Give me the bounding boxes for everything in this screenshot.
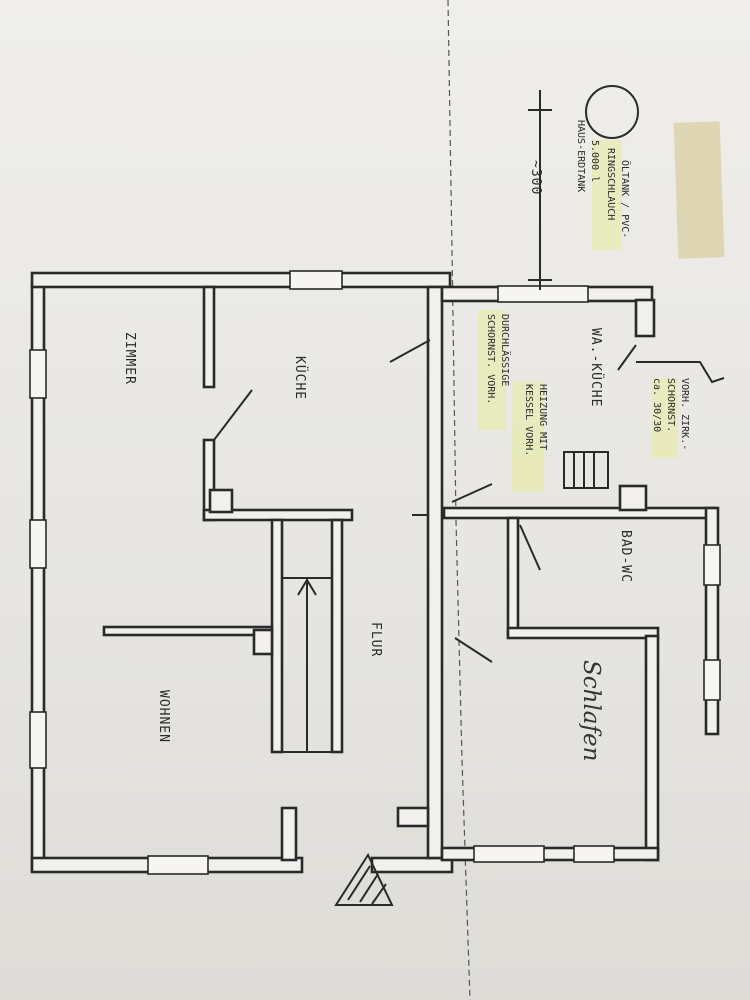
highlight-note-left (478, 310, 506, 430)
door-bad (519, 524, 541, 571)
tank-circle (585, 85, 639, 139)
window (703, 659, 721, 701)
chimney-top-right (634, 298, 656, 338)
note-heizung-2: KESSEL VORH. (523, 384, 534, 456)
door-waschkueche (451, 483, 493, 503)
door-waschkueche-outer (617, 344, 637, 371)
note-vorh-1: VORH. ZIRK.- (679, 378, 690, 450)
room-label-waschkueche: WA.-KÜCHE (588, 328, 605, 407)
chimney-kueche (208, 488, 234, 514)
window (29, 519, 47, 569)
wall-entry-left (280, 806, 298, 862)
note-pvc-2: SCHORNST. VORH. (485, 314, 496, 404)
note-tank-2: HAUS-ERDTANK (575, 120, 586, 192)
wall-bottom-outer-right (370, 856, 454, 874)
wall-bad-bottom (506, 626, 660, 640)
note-oel-2: RINGSCHLAUCH (605, 148, 616, 220)
note-vorh-2: SCHORNST. (665, 378, 676, 432)
wall-entry-right (396, 806, 430, 828)
window (147, 855, 209, 875)
room-label-zimmer: ZIMMER (122, 332, 137, 385)
annotation-leader (636, 361, 725, 384)
window (29, 349, 47, 399)
note-heizung-1: HEIZUNG MIT (537, 384, 548, 450)
note-vorh-3: ca. 30/30 (651, 378, 662, 432)
window (29, 711, 47, 769)
wall-bad-top (442, 506, 718, 520)
room-label-wohnen: WOHNEN (156, 690, 171, 743)
stair-arrow (297, 578, 317, 596)
door-kueche (213, 389, 253, 441)
fold-line (447, 0, 471, 1000)
heater-unit (563, 451, 609, 489)
wall-bad-left (506, 516, 520, 638)
highlight-note-middle (512, 382, 544, 492)
chimney-right (618, 484, 648, 512)
room-label-schlafen: Schlafen (578, 660, 604, 761)
wall-pillar (252, 628, 274, 656)
wall-schlafen-right (644, 634, 660, 862)
wall-flur-stairs (330, 518, 344, 754)
wall-top-outer (30, 271, 452, 289)
window (703, 544, 721, 586)
door-kueche-flur (389, 339, 431, 363)
wall-middle-vertical (426, 285, 444, 860)
window (497, 285, 589, 303)
door-schlafen (454, 637, 493, 663)
highlight-note-right (652, 378, 678, 458)
note-pvc-1: DURCHLÄSSIGE (499, 314, 512, 386)
window (289, 270, 343, 290)
room-label-flur: FLUR (368, 622, 383, 657)
wall-flur-left (270, 518, 284, 754)
north-arrow-icon (334, 852, 394, 906)
dimension-label: ~300 (528, 160, 543, 195)
wall-zimmer-wohnen (102, 625, 274, 637)
room-label-kueche: KÜCHE (292, 356, 309, 400)
window (473, 845, 545, 863)
room-label-bad-wc: BAD-WC (618, 530, 633, 583)
wall-zimmer-kueche (202, 285, 216, 389)
note-oel-1: ÖLTANK / PVC- (619, 160, 632, 238)
note-tank-1: 5.000 l (589, 140, 600, 182)
highlight-note-top (592, 140, 622, 250)
window (573, 845, 615, 863)
